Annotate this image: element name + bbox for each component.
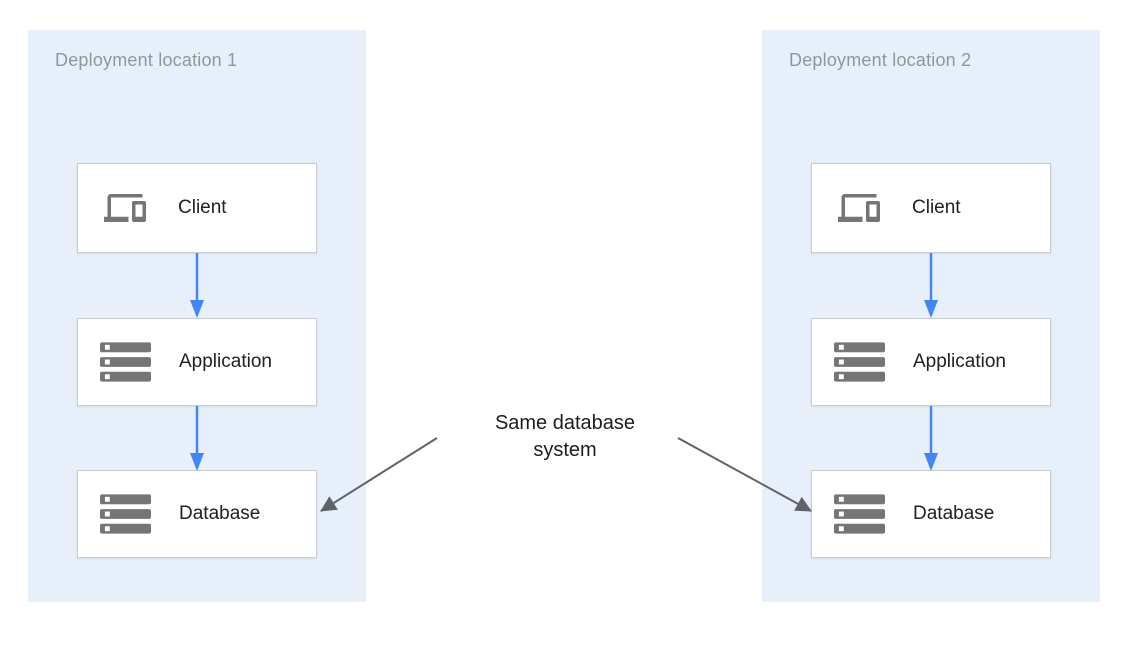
deployment-panel-1: Deployment location 1 Client	[28, 30, 366, 602]
annotation-arrows	[320, 437, 812, 512]
server-icon	[100, 494, 151, 534]
arrow-to-left-database	[320, 437, 438, 512]
node-application: Application	[811, 318, 1051, 406]
devices-icon	[100, 187, 150, 229]
down-arrow-icon	[190, 406, 204, 471]
down-arrow-icon	[190, 253, 204, 318]
arrow-to-right-database	[677, 437, 812, 512]
panel-title: Deployment location 2	[789, 50, 972, 70]
server-icon	[834, 494, 885, 534]
node-label: Application	[179, 351, 272, 372]
node-client: Client	[811, 163, 1051, 253]
node-label: Client	[178, 197, 227, 218]
devices-icon	[834, 187, 884, 229]
node-label: Client	[912, 197, 961, 218]
node-application: Application	[77, 318, 317, 406]
node-client: Client	[77, 163, 317, 253]
node-label: Database	[913, 503, 995, 524]
deployment-panel-2: Deployment location 2 Client	[762, 30, 1100, 602]
node-database: Database	[811, 470, 1051, 558]
panel-title: Deployment location 1	[55, 50, 238, 70]
down-arrow-icon	[924, 253, 938, 318]
server-icon	[834, 342, 885, 382]
center-annotation-label: Same database system	[494, 412, 636, 461]
node-label: Database	[179, 503, 261, 524]
server-icon	[100, 342, 151, 382]
down-arrow-icon	[924, 406, 938, 471]
node-database: Database	[77, 470, 317, 558]
node-label: Application	[913, 351, 1006, 372]
